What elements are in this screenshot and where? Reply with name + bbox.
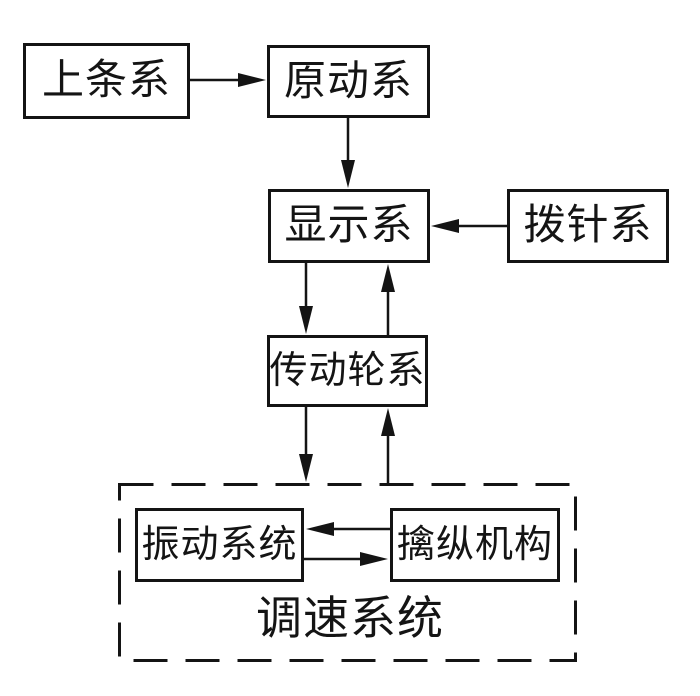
arrowhead-left xyxy=(431,219,459,233)
arrowhead-right xyxy=(360,552,388,566)
node-bozhenxi: 拨针系 xyxy=(507,189,669,263)
edge-shangtiaoxi-yuandongxi xyxy=(190,73,266,87)
arrowhead-up xyxy=(381,264,395,292)
arrowhead-left xyxy=(306,522,334,536)
arrowhead-down xyxy=(299,454,313,482)
node-label-xianshixi: 显示系 xyxy=(284,203,414,249)
edge-zhendongxitong-qinzongjigou xyxy=(304,552,388,566)
node-label-zhendongxitong: 振动系统 xyxy=(141,524,298,566)
arrowhead-down xyxy=(299,306,313,334)
edge-tiaosuxitong-chuandonglunxi xyxy=(381,408,395,483)
node-zhendongxitong: 振动系统 xyxy=(135,508,304,582)
node-qinzongjigou: 擒纵机构 xyxy=(390,508,560,582)
edge-xianshixi-chuandonglunxi xyxy=(299,263,313,334)
edge-chuandonglunxi-xianshixi xyxy=(381,264,395,335)
arrowhead-right xyxy=(238,73,266,87)
arrowhead-up xyxy=(381,408,395,436)
node-label-bozhenxi: 拨针系 xyxy=(523,203,653,249)
node-xianshixi: 显示系 xyxy=(268,189,430,263)
edge-bozhenxi-xianshixi xyxy=(431,219,507,233)
node-label-chuandonglunxi: 传动轮系 xyxy=(269,350,426,392)
node-label-qinzongjigou: 擒纵机构 xyxy=(396,524,553,566)
node-label-yuandongxi: 原动系 xyxy=(283,58,413,105)
node-chuandonglunxi: 传动轮系 xyxy=(267,335,428,407)
node-shangtiaoxi: 上条系 xyxy=(23,43,190,119)
edge-chuandonglunxi-tiaosuxitong xyxy=(299,407,313,482)
group-dashed-border xyxy=(118,483,577,662)
node-yuandongxi: 原动系 xyxy=(267,45,430,118)
edge-yuandongxi-xianshixi xyxy=(341,118,355,188)
node-label-shangtiaoxi: 上条系 xyxy=(41,58,171,104)
edge-qinzongjigou-zhendongxitong xyxy=(306,522,390,536)
arrowhead-down xyxy=(341,160,355,188)
group-label-tiaosuxitong: 调速系统 xyxy=(256,593,444,644)
